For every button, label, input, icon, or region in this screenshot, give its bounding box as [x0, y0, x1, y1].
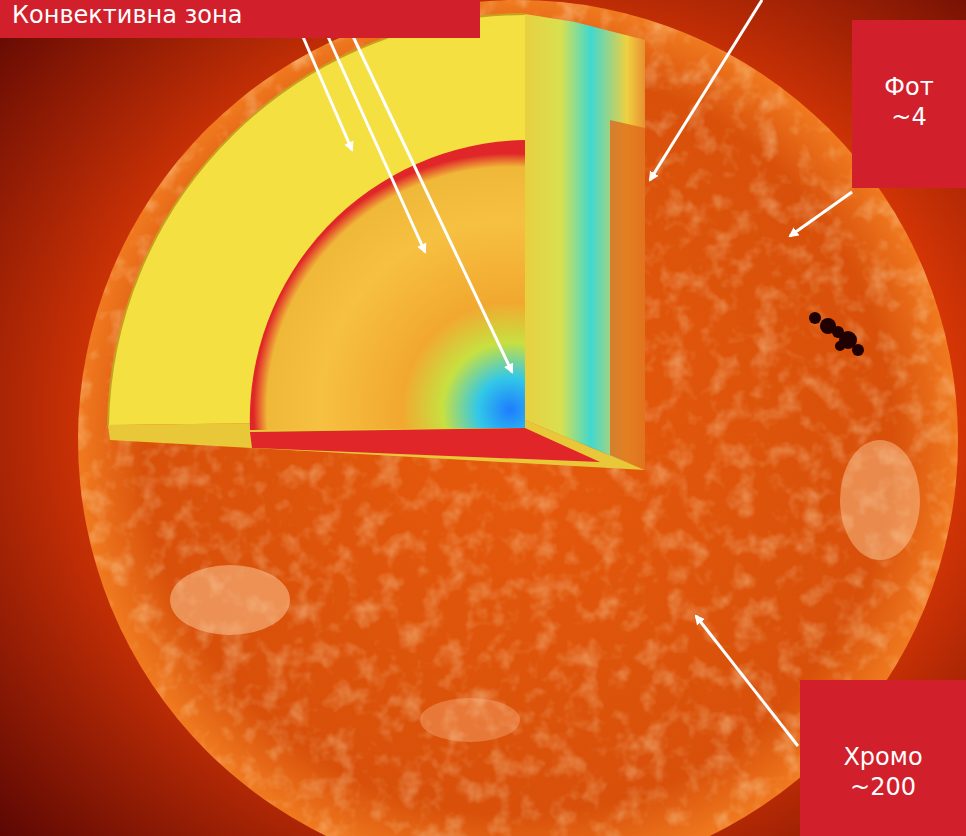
label-text: ~4	[862, 102, 956, 132]
label-box: Фот~4	[852, 20, 966, 188]
label-text: Фот	[862, 72, 956, 102]
label-box: Конвективна зона	[0, 0, 480, 38]
label-text: Хромо	[810, 742, 956, 772]
label-text: Конвективна зона	[12, 0, 468, 30]
label-text: ~200	[810, 772, 956, 802]
label-box: Хромо~200	[800, 680, 966, 836]
